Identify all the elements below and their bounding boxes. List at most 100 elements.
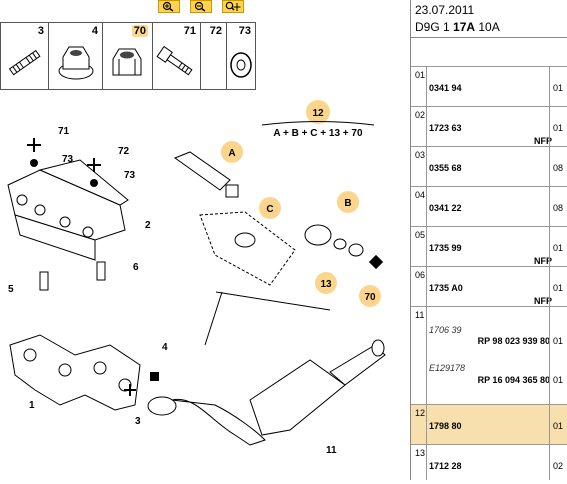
- bubble-70: 70: [364, 292, 376, 303]
- zoom-toolbar: [158, 0, 254, 14]
- superseded-code: 1706 39: [429, 325, 462, 335]
- zoom-pan-icon: [225, 1, 241, 11]
- washer-icon: [230, 52, 252, 78]
- list-item[interactable]: 01 0341 94 01: [411, 66, 567, 106]
- list-item[interactable]: 03 0355 68 08: [411, 146, 567, 186]
- flange-nut-icon: [58, 46, 94, 80]
- thumb-number: 3: [37, 25, 44, 37]
- item-position: 03: [415, 150, 426, 160]
- bubble-12: 12: [312, 108, 324, 119]
- list-item[interactable]: 06 1735 A0 01 NFP: [411, 266, 567, 306]
- item-position: 01: [415, 70, 426, 80]
- catalog-date: 23.07.2011: [415, 3, 475, 17]
- bubble-a: A: [228, 148, 235, 159]
- zoom-out-button[interactable]: [190, 0, 212, 13]
- stud-icon: [8, 49, 41, 76]
- thumb-washer[interactable]: 73: [227, 23, 255, 89]
- callout-1: 1: [29, 400, 35, 411]
- heat-shield-part: [7, 159, 129, 261]
- item-quantity: 01: [553, 336, 564, 346]
- kit-formula: A + B + C + 13 + 70: [273, 128, 363, 139]
- bubble-13: 13: [320, 279, 332, 290]
- item-position: 11: [415, 310, 425, 320]
- zoom-in-button[interactable]: [158, 0, 180, 13]
- list-item[interactable]: 05 1735 99 01 NFP: [411, 226, 567, 266]
- list-item[interactable]: 02 1723 63 01 NFP: [411, 106, 567, 146]
- part-number: 0341 94: [429, 83, 462, 93]
- nut-marker: [150, 372, 159, 381]
- part-number: 1723 63: [429, 123, 462, 133]
- thumb-number: 4: [91, 25, 98, 37]
- callout-5: 5: [8, 284, 14, 295]
- thumbnail-strip: 3 4 70: [0, 22, 256, 90]
- thumb-number: 73: [238, 25, 251, 37]
- thumb-blank[interactable]: 72: [201, 23, 227, 89]
- thumb-number: 71: [183, 25, 196, 37]
- list-item[interactable]: 04 0341 22 08: [411, 186, 567, 226]
- item-position: 02: [415, 110, 426, 120]
- list-item[interactable]: 13 1712 28 02: [411, 444, 567, 484]
- item-quantity: 08: [553, 203, 564, 213]
- thumb-nut-70[interactable]: 70: [103, 23, 153, 89]
- part-number: 0341 22: [429, 203, 462, 213]
- callout-71: 71: [58, 126, 70, 137]
- callout-73: 73: [62, 154, 74, 165]
- item-quantity: 01: [553, 283, 564, 293]
- callout-11: 11: [326, 445, 337, 456]
- item-quantity: 01: [553, 83, 564, 93]
- nfp-flag: NFP: [534, 296, 552, 306]
- zoom-in-icon: [162, 1, 174, 12]
- item-quantity: 01: [553, 421, 564, 431]
- part-number: 1735 99: [429, 243, 462, 253]
- clamp-detail: [173, 151, 364, 286]
- parts-diagram: 3 4 70: [0, 0, 386, 456]
- bubble-c: C: [266, 204, 273, 215]
- superseded-code: E129178: [429, 363, 466, 373]
- callout-2: 2: [145, 220, 151, 231]
- divider: [411, 37, 567, 38]
- part-number: 1712 28: [429, 461, 462, 471]
- item-quantity: 08: [553, 163, 564, 173]
- zoom-out-icon: [194, 1, 206, 12]
- part-number: 1798 80: [429, 421, 462, 431]
- item-position: 06: [415, 270, 426, 280]
- bubble-b: B: [344, 198, 351, 209]
- thumb-nut[interactable]: 4: [49, 23, 103, 89]
- item-quantity: 01: [553, 375, 564, 385]
- item-position: 05: [415, 230, 426, 240]
- nfp-flag: NFP: [534, 136, 552, 146]
- callout-3: 3: [135, 416, 141, 427]
- callout-6: 6: [133, 262, 139, 273]
- item-quantity: 01: [553, 123, 564, 133]
- engine-reference: D9G 1 17A 10A: [415, 20, 500, 34]
- zoom-pan-button[interactable]: [222, 0, 244, 13]
- part-number: 0355 68: [429, 163, 462, 173]
- bolt-icon: [156, 45, 193, 76]
- item-position: 12: [415, 408, 426, 418]
- item-quantity: 01: [553, 243, 564, 253]
- callout-73: 73: [124, 170, 136, 181]
- callout-72: 72: [118, 146, 130, 157]
- parts-list: 01 0341 94 01 02 1723 63 01 NFP 03 0355 …: [411, 66, 567, 484]
- nfp-flag: NFP: [534, 256, 552, 266]
- parts-list-panel: 23.07.2011 D9G 1 17A 10A 01 0341 94 01 0…: [410, 0, 567, 480]
- reference-number: RP 98 023 939 80: [477, 336, 550, 346]
- item-position: 04: [415, 190, 426, 200]
- exploded-view: 12 A B C 13 70 A + B + C + 13 + 70 71 73…: [7, 100, 386, 456]
- item-quantity: 02: [553, 461, 564, 471]
- reference-number: RP 16 094 365 80: [477, 375, 550, 385]
- thumb-number: 72: [209, 25, 222, 37]
- thumb-number: 70: [131, 25, 148, 37]
- callout-4: 4: [162, 342, 168, 353]
- thumb-bolt[interactable]: 71: [153, 23, 201, 89]
- list-item-selected[interactable]: 12 1798 80 01: [411, 404, 567, 444]
- column-divider: [426, 66, 427, 480]
- catalytic-converter-part: [147, 339, 386, 446]
- exhaust-manifold-part: [9, 334, 141, 411]
- item-position: 13: [415, 448, 426, 458]
- part-number: 1735 A0: [429, 283, 463, 293]
- thumb-stud[interactable]: 3: [1, 23, 49, 89]
- column-divider: [549, 66, 550, 480]
- hex-nut-icon: [112, 48, 142, 76]
- list-item[interactable]: 11 1706 39 RP 98 023 939 80 01 E129178 R…: [411, 306, 567, 404]
